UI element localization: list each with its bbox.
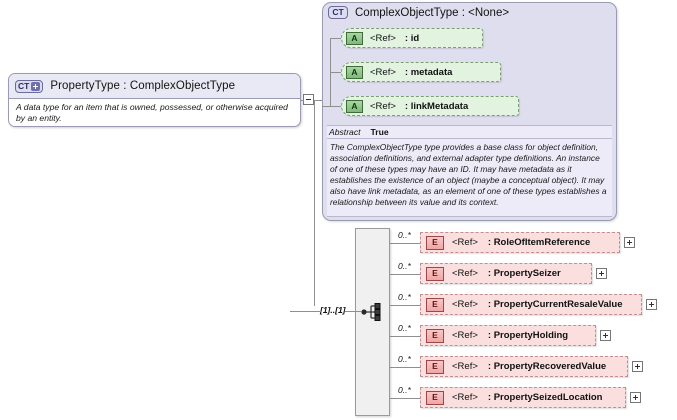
sequence-bar [355,228,390,416]
connector-segment [390,242,420,244]
element-expand-toggle[interactable] [600,330,611,341]
element-badge: E [426,359,444,374]
element-ref: <Ref> [452,330,478,341]
attribute-name: : id [404,32,420,44]
element-name: : PropertySeizedLocation [487,392,603,403]
element-ref: <Ref> [452,299,478,310]
element-ref: <Ref> [452,361,478,372]
complex-object-type-header: CT ComplexObjectType : <None> [328,6,509,19]
connector-segment [390,366,420,368]
abstract-label: Abstract [329,127,361,137]
element-badge: E [426,390,444,405]
connector-segment [314,99,315,306]
sequence-cardinality: [1]..[1] [320,305,346,315]
attribute-row[interactable]: A <Ref> : linkMetadata [341,96,519,116]
element-badge: E [426,235,444,250]
abstract-value: True [370,127,389,137]
connector-segment [301,99,304,101]
element-row[interactable]: E <Ref> : PropertyHolding [420,325,596,346]
element-cardinality: 0..* [398,292,411,302]
element-badge-label: E [432,330,438,341]
connector-segment [390,304,420,306]
attribute-row[interactable]: A <Ref> : metadata [341,62,501,82]
connector-segment [390,397,420,399]
attribute-badge: A [346,31,363,45]
element-cardinality: 0..* [398,354,411,364]
property-type-title: PropertyType : ComplexObjectType [50,80,236,92]
attribute-badge-label: A [351,32,358,43]
element-row[interactable]: E <Ref> : PropertyRecoveredValue [420,356,628,377]
element-cardinality: 0..* [398,230,411,240]
element-expand-toggle[interactable] [624,237,635,248]
abstract-row: Abstract True [327,126,612,139]
element-badge-label: E [432,361,438,372]
connector-segment [390,273,420,275]
sequence-icon [361,303,381,321]
property-type-box[interactable]: CT PropertyType : ComplexObjectType A da… [8,73,301,127]
element-expand-toggle[interactable] [630,392,641,403]
attribute-row[interactable]: A <Ref> : id [341,28,483,48]
element-expand-toggle[interactable] [646,299,657,310]
connector-segment [290,310,322,312]
element-badge-label: E [432,299,438,310]
complex-object-type-title: ComplexObjectType : <None> [355,6,510,19]
element-cardinality: 0..* [398,385,411,395]
element-badge: E [426,297,444,312]
property-type-header: CT PropertyType : ComplexObjectType [9,74,300,99]
element-row[interactable]: E <Ref> : PropertySeizedLocation [420,387,626,408]
element-ref: <Ref> [452,268,478,279]
element-name: : PropertySeizer [487,268,561,279]
attribute-badge: A [346,65,363,79]
element-cardinality: 0..* [398,261,411,271]
element-cardinality: 0..* [398,323,411,333]
attribute-tree-branch [330,71,341,73]
plus-icon [31,81,41,91]
attribute-ref: <Ref> [370,32,396,44]
complextype-badge-label: CT [332,7,344,18]
attribute-badge: A [346,99,363,113]
attribute-name: : metadata [404,66,453,78]
element-badge: E [426,328,444,343]
element-badge-label: E [432,268,438,279]
element-badge-label: E [432,237,438,248]
element-row[interactable]: E <Ref> : PropertyCurrentResaleValue [420,294,642,315]
attribute-badge-label: A [351,66,358,77]
element-expand-toggle[interactable] [632,361,643,372]
abstract-documentation-panel: Abstract True The ComplexObjectType type… [327,125,612,217]
element-name: : RoleOfItemReference [487,237,591,248]
attribute-tree-branch [330,37,341,39]
attribute-tree-branch [322,105,331,107]
attribute-ref: <Ref> [370,100,396,112]
element-ref: <Ref> [452,237,478,248]
connector-segment [314,99,324,101]
attribute-tree-branch [330,105,341,107]
element-ref: <Ref> [452,392,478,403]
attribute-badge-label: A [351,100,358,111]
attribute-name: : linkMetadata [404,100,469,112]
element-row[interactable]: E <Ref> : RoleOfItemReference [420,232,620,253]
connector-segment [345,310,361,312]
complextype-badge: CT [15,79,44,93]
complextype-badge-label: CT [18,80,30,91]
element-name: : PropertyHolding [487,330,569,341]
attribute-ref: <Ref> [370,66,396,78]
element-name: : PropertyCurrentResaleValue [487,299,623,310]
complex-object-type-documentation: The ComplexObjectType type provides a ba… [330,142,607,207]
property-type-collapse-toggle[interactable] [303,94,314,105]
property-type-documentation: A data type for an item that is owned, p… [16,102,288,124]
element-expand-toggle[interactable] [596,268,607,279]
element-badge-label: E [432,392,438,403]
element-name: : PropertyRecoveredValue [487,361,607,372]
element-row[interactable]: E <Ref> : PropertySeizer [420,263,592,284]
connector-segment [390,335,420,337]
element-badge: E [426,266,444,281]
complextype-badge: CT [328,6,348,19]
